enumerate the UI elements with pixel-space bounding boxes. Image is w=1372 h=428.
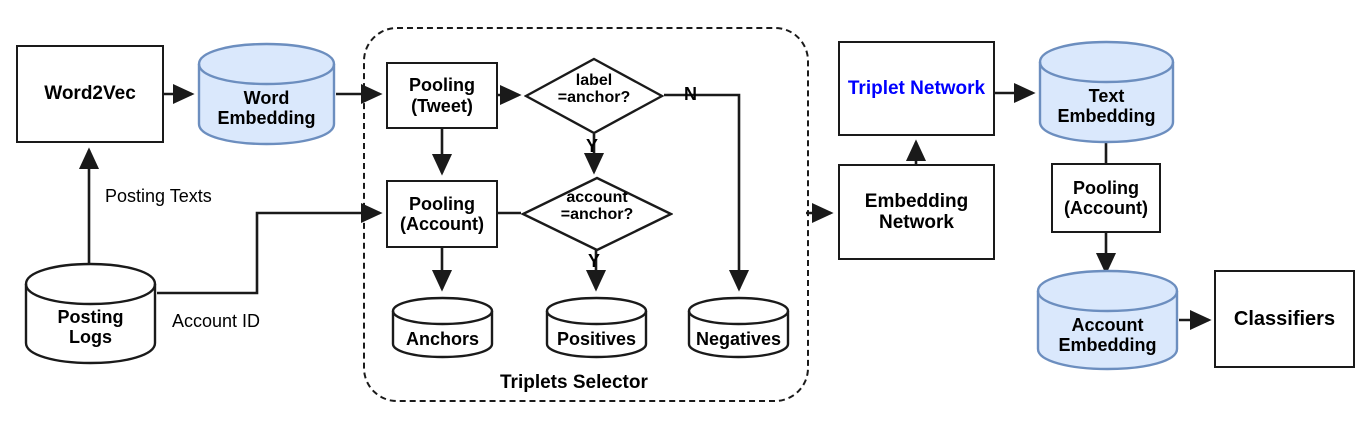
account-anchor-decision-label: account =anchor? (560, 189, 634, 223)
pooling-account-2-label: Pooling (Account) (1064, 177, 1148, 218)
posting-texts-edge-label: Posting Texts (105, 186, 212, 206)
decision1-yes-label: Y (586, 136, 599, 156)
decision2-yes-label: Y (588, 251, 601, 271)
triplet-network-label: Triplet Network (847, 77, 986, 99)
positives-cylinder[interactable]: Positives (545, 296, 648, 359)
pooling-account-box-2[interactable]: Pooling (Account) (1051, 163, 1161, 233)
word-embedding-label: Word Embedding (217, 88, 316, 129)
label-anchor-decision[interactable]: label =anchor? (524, 57, 664, 135)
anchors-cylinder[interactable]: Anchors (391, 296, 494, 359)
positives-label: Positives (556, 329, 637, 349)
negatives-label: Negatives (695, 329, 782, 349)
pooling-tweet-box[interactable]: Pooling (Tweet) (386, 62, 498, 129)
word2vec-box[interactable]: Word2Vec (16, 45, 164, 143)
account-embedding-cylinder[interactable]: Account Embedding (1036, 269, 1179, 371)
account-embedding-label: Account Embedding (1058, 315, 1157, 356)
pooling-account-label: Pooling (Account) (400, 193, 484, 234)
embedding-network-box[interactable]: Embedding Network (838, 164, 995, 260)
anchors-label: Anchors (405, 329, 479, 349)
classifiers-box[interactable]: Classifiers (1214, 270, 1355, 368)
account-anchor-decision[interactable]: account =anchor? (521, 176, 673, 252)
pooling-account-box[interactable]: Pooling (Account) (386, 180, 498, 248)
pooling-tweet-label: Pooling (Tweet) (409, 75, 475, 116)
posting-logs-cylinder[interactable]: Posting Logs (24, 262, 157, 365)
account-id-edge-label: Account ID (172, 311, 261, 331)
label-anchor-decision-label: label =anchor? (557, 72, 631, 106)
word-embedding-cylinder[interactable]: Word Embedding (197, 42, 336, 146)
triplet-network-box[interactable]: Triplet Network (838, 41, 995, 136)
text-embedding-label: Text Embedding (1057, 86, 1156, 127)
classifiers-label: Classifiers (1233, 307, 1336, 330)
text-embedding-cylinder[interactable]: Text Embedding (1038, 40, 1175, 144)
decision1-no-label: N (684, 84, 697, 104)
negatives-cylinder[interactable]: Negatives (687, 296, 790, 359)
embedding-network-label: Embedding Network (864, 190, 969, 233)
triplets-selector-group-label: Triplets Selector (500, 372, 648, 393)
word2vec-label: Word2Vec (44, 83, 136, 105)
posting-logs-label: Posting Logs (57, 307, 124, 348)
